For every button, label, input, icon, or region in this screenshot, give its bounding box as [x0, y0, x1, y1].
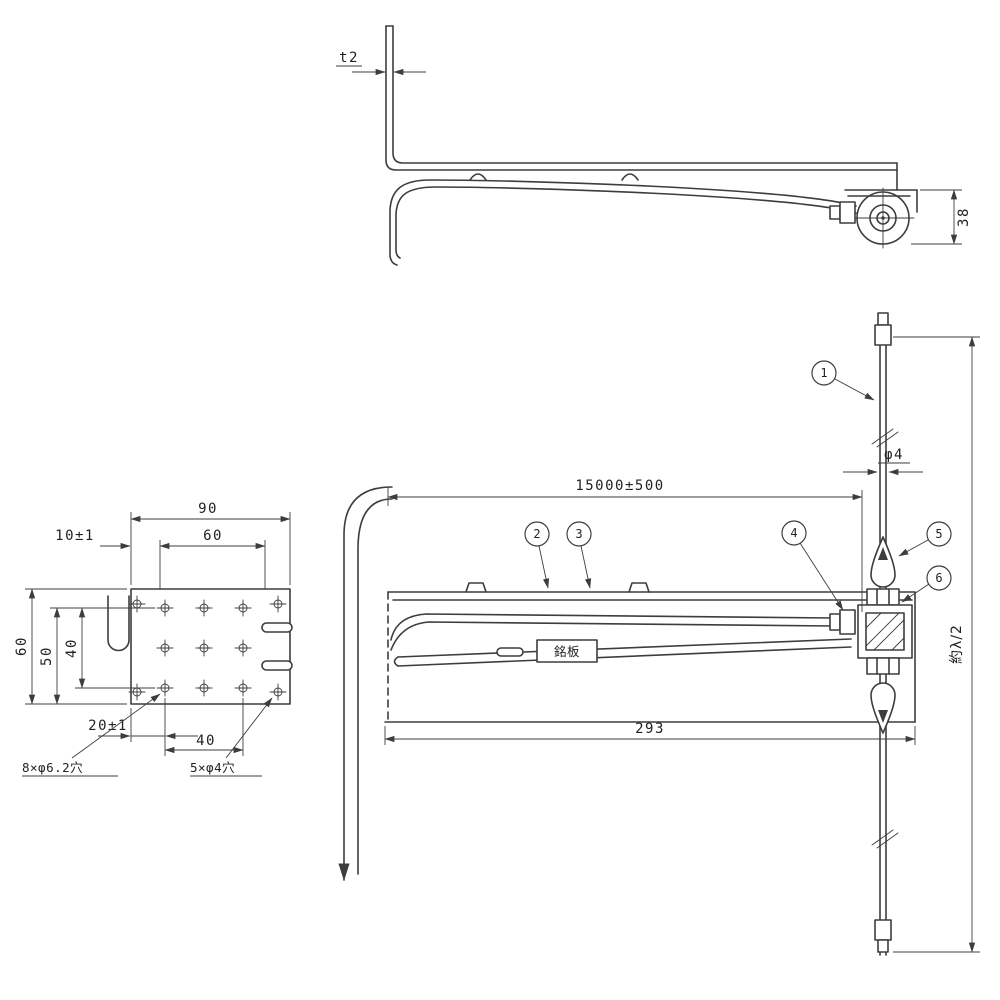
balloon-number: 1	[820, 366, 827, 380]
pulley	[851, 187, 915, 249]
cable-run	[338, 486, 393, 881]
note-small-holes: 5×φ4穴	[190, 760, 235, 775]
assembly-view	[338, 312, 916, 956]
slot-hole	[261, 622, 293, 633]
clamp-bottom	[866, 657, 900, 675]
feed-connector	[829, 613, 841, 631]
cable-loop	[107, 595, 130, 652]
balloon-5: 5	[926, 521, 952, 547]
dim-half-wavelength: 約λ/2	[949, 624, 965, 664]
balloon-6: 6	[926, 565, 952, 591]
plate-view-dimensions: 90 10±1 60 60 50 40 20±1 40 8×φ6.2穴 5×φ	[14, 501, 291, 777]
cable-fitting	[829, 205, 841, 220]
balloon-2: 2	[524, 521, 550, 547]
balloon-number: 2	[533, 527, 540, 541]
dim-row-span: 40	[64, 638, 80, 658]
side-profile-view	[385, 25, 918, 266]
cable-run	[357, 498, 393, 875]
cable-clip	[621, 173, 639, 181]
dim-thickness: t2	[339, 50, 359, 66]
dim-edge-to-row: 50	[39, 646, 55, 666]
assembly-dimensions: 15000±500 φ4 293 約λ/2	[384, 336, 980, 953]
wire-terminal-top	[874, 324, 892, 346]
element-slot	[496, 647, 524, 657]
dim-hole-span-h: 60	[203, 528, 223, 544]
balloon-number: 3	[575, 527, 582, 541]
wire-terminal-bottom	[874, 919, 892, 941]
hole-pattern	[128, 595, 287, 701]
balloon-4: 4	[781, 520, 807, 546]
dim-height-38: 38	[956, 207, 972, 227]
nameplate-box	[536, 639, 598, 663]
dim-plate-width: 90	[198, 501, 218, 517]
balloon-callouts: 1 2 3 4 5 6	[524, 360, 952, 611]
balloon-1: 1	[811, 360, 837, 386]
break-mark	[871, 428, 899, 448]
dim-plate-margin: 10±1	[55, 528, 95, 544]
clamp-top	[866, 588, 900, 606]
nameplate-label: 銘板	[554, 644, 580, 659]
mounting-plate-view	[107, 588, 293, 705]
dim-cable-length: 15000±500	[575, 478, 664, 494]
top-clip	[628, 582, 650, 593]
wire-terminal-bottom	[877, 939, 889, 953]
balloon-number: 4	[790, 526, 797, 540]
dim-body-width: 293	[635, 721, 665, 737]
top-clip	[465, 582, 487, 593]
balloon-3: 3	[566, 521, 592, 547]
dim-wire-dia: φ4	[884, 447, 904, 463]
wire-terminal-top	[877, 312, 889, 326]
note-large-holes: 8×φ6.2穴	[22, 760, 83, 775]
feed-block	[857, 604, 913, 659]
slot-hole	[261, 660, 293, 671]
insulator-bottom	[870, 682, 896, 734]
balloon-number: 5	[935, 527, 942, 541]
balloon-number: 6	[935, 571, 942, 585]
cable-fitting	[839, 201, 856, 224]
feed-connector	[839, 609, 856, 635]
dim-bottom-margin: 20±1	[88, 718, 128, 734]
dim-col-span: 40	[196, 733, 216, 749]
insulator-top	[870, 536, 896, 588]
break-mark	[871, 829, 899, 849]
dim-plate-height: 60	[14, 636, 30, 656]
side-view-dimensions: t2 38	[336, 50, 972, 245]
cable-clip	[469, 173, 487, 181]
